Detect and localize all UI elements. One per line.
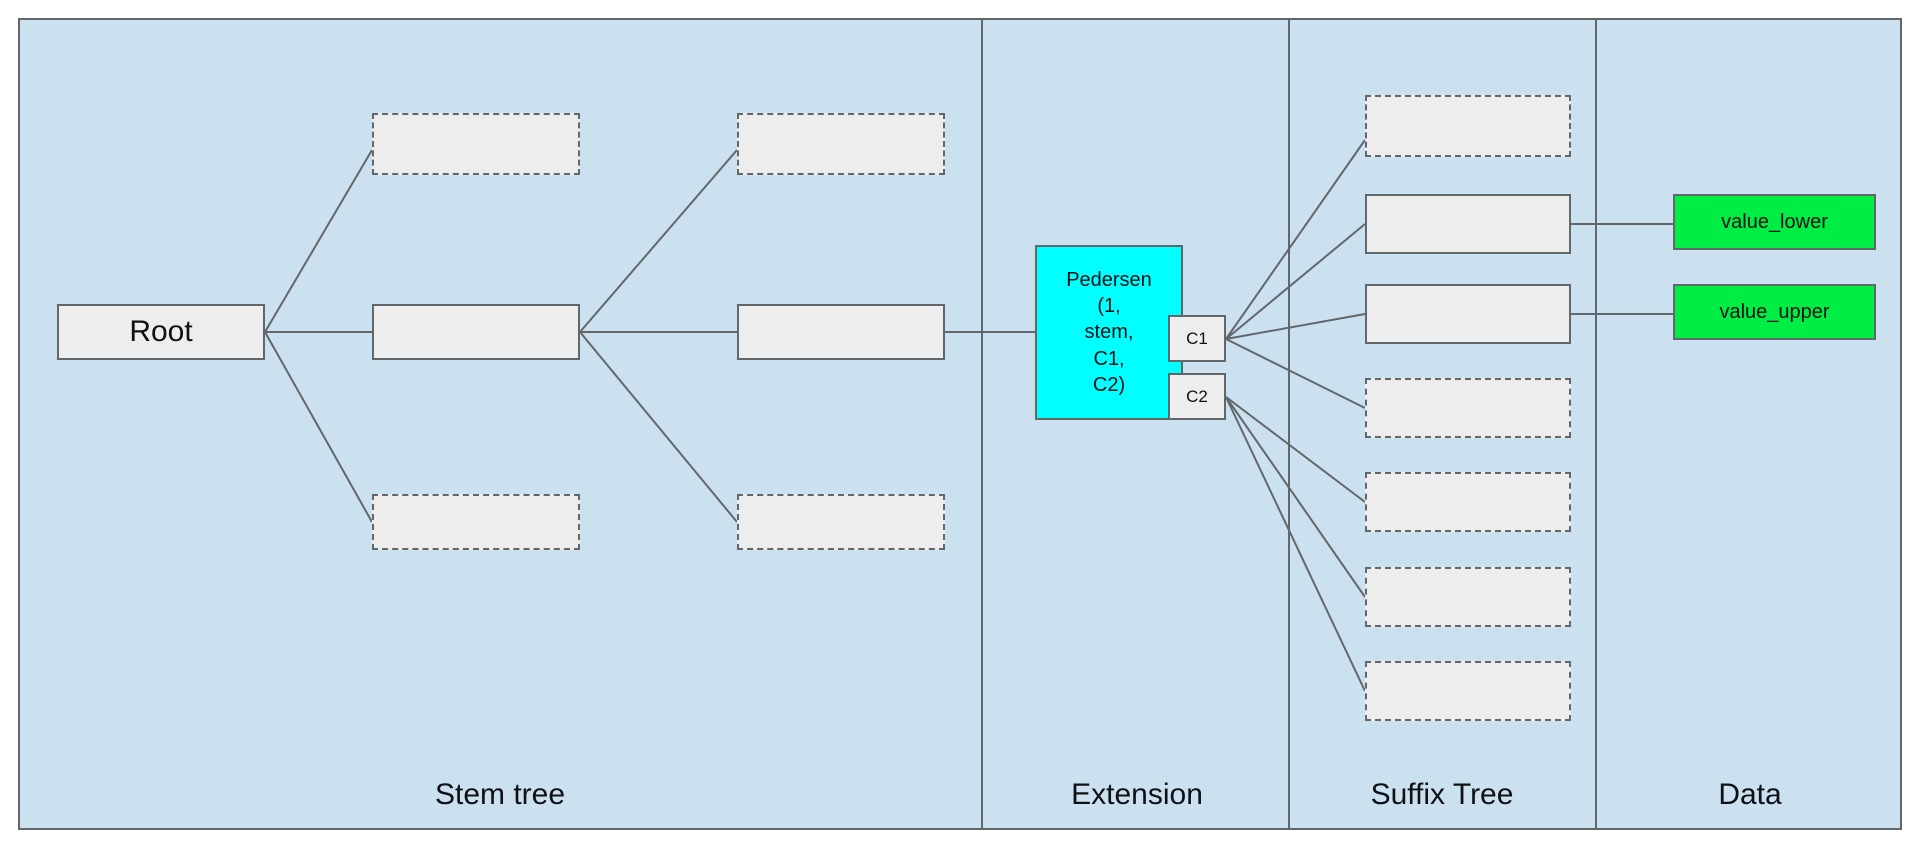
pedersen-node-line-3: stem, (1084, 321, 1134, 344)
suffix-node-7[interactable] (1365, 661, 1571, 721)
section-label-data: Data (1718, 778, 1782, 811)
stem-l2-bottom[interactable] (372, 494, 580, 550)
root[interactable]: Root (57, 304, 265, 360)
pedersen-node-line-4: C1, (1093, 347, 1125, 370)
commitment-c2-label: C2 (1186, 386, 1208, 406)
suffix-node-3[interactable] (1365, 284, 1571, 344)
stem-l2-top[interactable] (372, 113, 580, 175)
commitment-c1-label: C1 (1186, 328, 1208, 348)
stem-l3-middle[interactable] (737, 304, 945, 360)
divider-suffix-data (1595, 18, 1597, 830)
suffix-node-1[interactable] (1365, 95, 1571, 157)
section-label-extension: Extension (1071, 778, 1203, 811)
value-upper-label: value_upper (1719, 300, 1830, 323)
commitment-c1[interactable]: C1 (1168, 315, 1226, 362)
commitment-c2[interactable]: C2 (1168, 373, 1226, 420)
section-label-stem-tree: Stem tree (434, 778, 566, 811)
divider-extension-suffix (1288, 18, 1290, 830)
suffix-node-6[interactable] (1365, 567, 1571, 627)
pedersen-node-line-5: C2) (1092, 374, 1126, 397)
pedersen-node-line-2: (1, (1097, 294, 1121, 317)
pedersen-node[interactable]: Pedersen (1, stem, C1, C2) (1035, 245, 1183, 420)
suffix-node-4[interactable] (1365, 378, 1571, 438)
root-label: Root (129, 315, 193, 348)
value-lower-label: value_lower (1721, 210, 1828, 233)
divider-stem-extension (981, 18, 983, 830)
value-lower[interactable]: value_lower (1673, 194, 1876, 250)
stem-l3-bottom[interactable] (737, 494, 945, 550)
diagram-frame (18, 18, 1902, 830)
section-label-suffix-tree: Suffix Tree (1370, 778, 1514, 811)
stem-l2-middle[interactable] (372, 304, 580, 360)
suffix-node-5[interactable] (1365, 472, 1571, 532)
stem-l3-top[interactable] (737, 113, 945, 175)
value-upper[interactable]: value_upper (1673, 284, 1876, 340)
pedersen-node-line-1: Pedersen (1066, 268, 1152, 291)
suffix-node-2[interactable] (1365, 194, 1571, 254)
